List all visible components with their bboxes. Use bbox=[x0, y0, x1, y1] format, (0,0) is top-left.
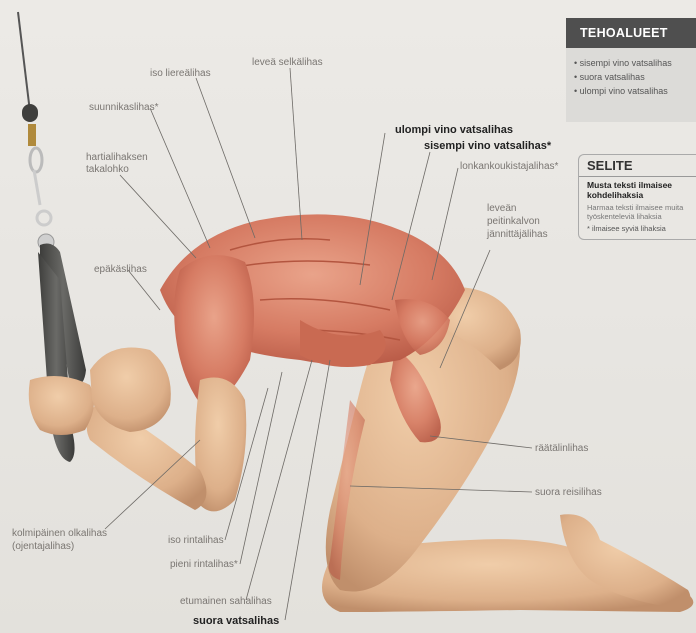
label-kolmipainen-2: (ojentajalihas) bbox=[12, 541, 74, 553]
tehoalueet-panel: TEHOALUEET sisempi vino vatsalihas suora… bbox=[566, 18, 696, 122]
label-suora-reisilihas: suora reisilihas bbox=[535, 487, 602, 499]
selite-star-text: * ilmaisee syviä lihaksia bbox=[579, 221, 696, 233]
tehoalueet-item: ulompi vino vatsalihas bbox=[574, 84, 696, 98]
label-pieni-rintalihas: pieni rintalihas* bbox=[170, 559, 238, 571]
selite-grey-text: Harmaa teksti ilmaisee muita työskentele… bbox=[579, 200, 696, 221]
label-hartialihaksen-1: hartialihaksen bbox=[86, 152, 148, 164]
label-etumainen-sahalihas: etumainen sahalihas bbox=[180, 596, 272, 608]
label-hartialihaksen-2: takalohko bbox=[86, 164, 129, 176]
tehoalueet-list: sisempi vino vatsalihas suora vatsalihas… bbox=[566, 56, 696, 98]
label-levean-3: jännittäjälihas bbox=[487, 229, 548, 241]
label-levean-1: leveän bbox=[487, 203, 516, 215]
tehoalueet-item: sisempi vino vatsalihas bbox=[574, 56, 696, 70]
selite-panel: SELITE Musta teksti ilmaisee kohdelihaks… bbox=[578, 154, 696, 240]
label-ulompi-vino: ulompi vino vatsalihas bbox=[395, 124, 513, 136]
tehoalueet-item: suora vatsalihas bbox=[574, 70, 696, 84]
label-sisempi-vino: sisempi vino vatsalihas* bbox=[424, 140, 551, 152]
tehoalueet-title: TEHOALUEET bbox=[566, 18, 696, 48]
label-kolmipainen-1: kolmipäinen olkalihas bbox=[12, 528, 107, 540]
label-suunnikaslihas: suunnikaslihas* bbox=[89, 102, 159, 114]
label-levean-2: peitinkalvon bbox=[487, 216, 540, 228]
label-raatalinlihas: räätälinlihas bbox=[535, 443, 588, 455]
label-suora-vatsalihas: suora vatsalihas bbox=[193, 615, 279, 627]
label-leveä-selkälihas: leveä selkälihas bbox=[252, 57, 323, 69]
cable-machine bbox=[18, 12, 54, 250]
label-lonkankoukistajalihas: lonkankoukistajalihas* bbox=[460, 161, 558, 173]
selite-title: SELITE bbox=[579, 155, 696, 177]
label-epakaslihas: epäkäslihas bbox=[94, 264, 147, 276]
label-iso-rintalihas: iso rintalihas bbox=[168, 535, 224, 547]
selite-bold-text: Musta teksti ilmaisee kohdelihaksia bbox=[579, 177, 696, 200]
label-iso-liereälihas: iso liereälihas bbox=[150, 68, 211, 80]
